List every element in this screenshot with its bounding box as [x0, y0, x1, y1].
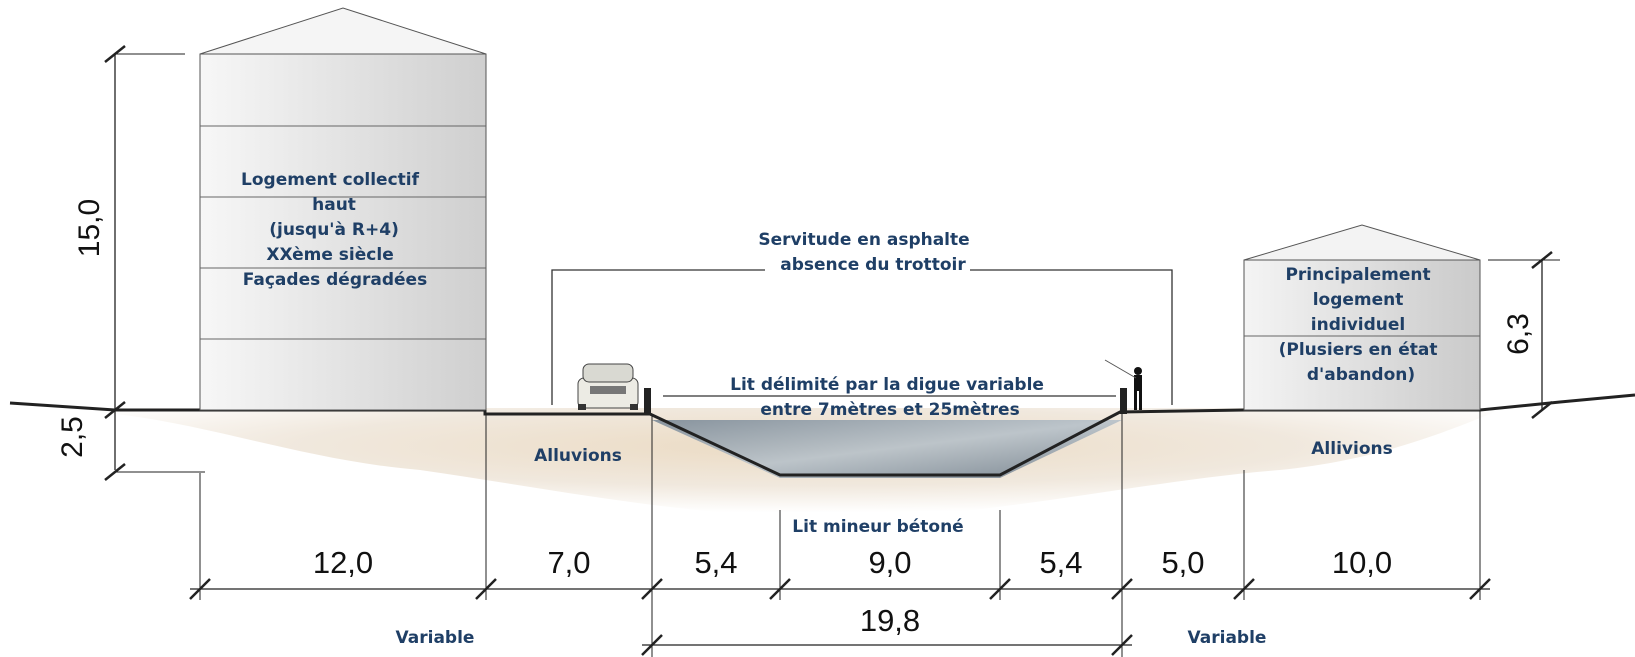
- right-dike-post: [1120, 388, 1127, 414]
- variable-left-label: Variable: [396, 628, 475, 648]
- width-channel-bottom: 9,0: [868, 545, 911, 580]
- servitude-label: Servitude en asphalte absence du trottoi…: [758, 230, 975, 275]
- width-left-bank: 5,4: [694, 545, 737, 580]
- servitude-bracket-right: [970, 269, 1173, 405]
- car-icon: [577, 363, 639, 410]
- channel-total-dimension: [641, 634, 1133, 656]
- depth-left-label: 2,5: [56, 416, 89, 458]
- left-dike-post: [644, 388, 651, 414]
- height-left-label: 15,0: [73, 199, 106, 257]
- servitude-bracket: [551, 269, 765, 405]
- left-building: [199, 7, 487, 411]
- height-dimension-right: [1488, 251, 1560, 419]
- width-right-road: 5,0: [1161, 545, 1204, 580]
- height-right-label: 6,3: [1502, 313, 1535, 355]
- river-water: [652, 420, 1122, 478]
- width-left-road: 7,0: [547, 545, 590, 580]
- width-dimension-row: [189, 410, 1491, 657]
- width-right-bank: 5,4: [1039, 545, 1082, 580]
- right-building-label: Principalement logement individuel (Plus…: [1279, 265, 1444, 385]
- lit-label: Lit délimité par la digue variable entre…: [730, 375, 1050, 420]
- height-dimension-left: [104, 45, 205, 481]
- variable-right-label: Variable: [1188, 628, 1267, 648]
- alluvions-left-label: Alluvions: [534, 446, 622, 466]
- width-left-building: 12,0: [313, 545, 373, 580]
- lit-mineur-label: Lit mineur bétoné: [792, 517, 963, 537]
- fisherman-icon: [1104, 359, 1142, 410]
- right-building: [1243, 224, 1481, 411]
- width-right-building: 10,0: [1332, 545, 1392, 580]
- alluvions-right-label: Allivions: [1311, 439, 1392, 459]
- left-building-label: Logement collectif haut (jusqu'à R+4) XX…: [241, 170, 427, 290]
- width-channel-total: 19,8: [860, 603, 920, 638]
